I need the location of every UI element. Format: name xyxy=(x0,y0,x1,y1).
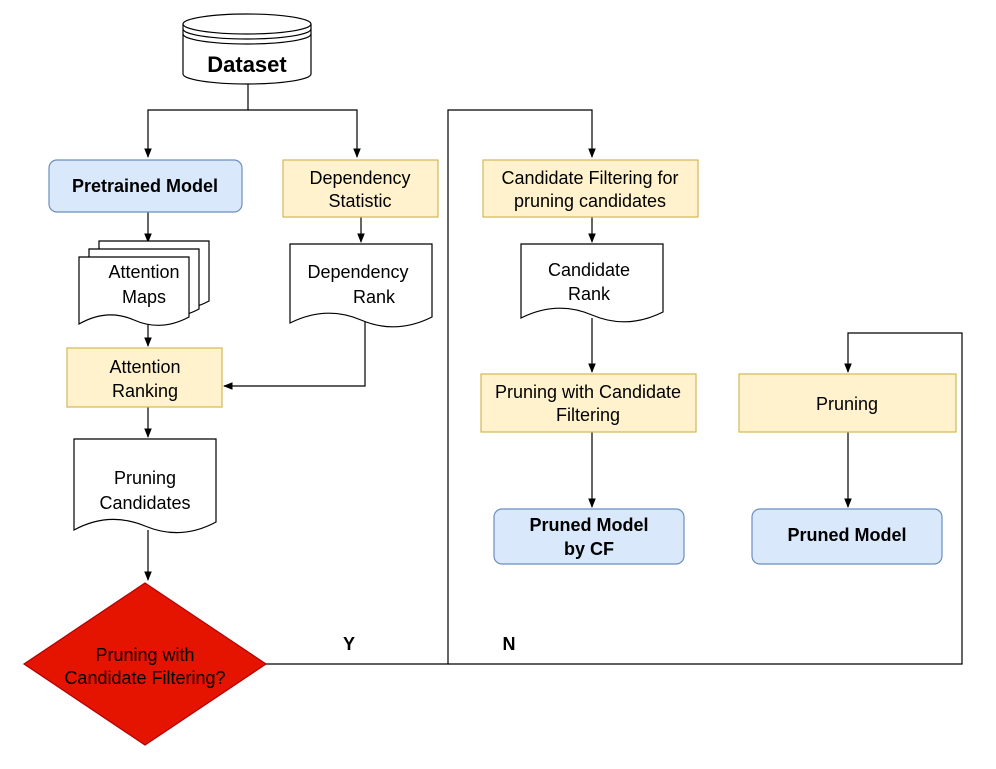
attention-maps-node: Attention Maps xyxy=(78,240,210,326)
attention-maps-line-1: Attention xyxy=(108,262,179,282)
pruned-model-node: Pruned Model xyxy=(751,508,943,565)
decision-node: Pruning with Candidate Filtering? xyxy=(22,582,268,746)
pruned-model-label: Pruned Model xyxy=(787,525,906,545)
edge-yes-branch xyxy=(266,109,596,665)
pruning-candidates-node: Pruning Candidates xyxy=(73,438,217,534)
pruning-with-cf-line-2: Filtering xyxy=(556,405,620,425)
attention-ranking-line-2: Ranking xyxy=(112,381,178,401)
decision-line-1: Pruning with xyxy=(95,645,194,665)
candidate-rank-node: Candidate Rank xyxy=(520,243,664,323)
dependency-statistic-line-1: Dependency xyxy=(309,168,410,188)
dependency-statistic-node: Dependency Statistic xyxy=(282,159,439,218)
edge-dataset-to-dependency-statistic xyxy=(248,109,361,158)
attention-ranking-line-1: Attention xyxy=(109,357,180,377)
decision-line-2: Candidate Filtering? xyxy=(64,668,225,688)
edge-no-branch xyxy=(448,332,963,665)
candidate-rank-line-1: Candidate xyxy=(548,260,630,280)
dataset-label: Dataset xyxy=(207,52,287,77)
pruning-node: Pruning xyxy=(738,373,957,433)
pruning-label: Pruning xyxy=(816,394,878,414)
attention-ranking-node: Attention Ranking xyxy=(66,347,223,408)
pruning-with-cf-line-1: Pruning with Candidate xyxy=(495,382,681,402)
pruning-candidates-line-2: Candidates xyxy=(99,493,190,513)
attention-maps-line-2: Maps xyxy=(122,287,166,307)
yes-label: Y xyxy=(343,634,355,654)
candidate-filtering-line-2: pruning candidates xyxy=(514,191,666,211)
edge-rank-to-ranking xyxy=(223,322,366,390)
pruning-with-cf-node: Pruning with Candidate Filtering xyxy=(480,373,697,433)
edge-dataset-to-pretrained xyxy=(144,84,249,158)
dependency-statistic-line-2: Statistic xyxy=(328,191,391,211)
dependency-rank-node: Dependency Rank xyxy=(289,243,433,328)
pruned-model-cf-line-2: by CF xyxy=(564,539,614,559)
candidate-filtering-node: Candidate Filtering for pruning candidat… xyxy=(482,159,699,218)
candidate-rank-line-2: Rank xyxy=(568,284,611,304)
pruning-candidates-line-1: Pruning xyxy=(114,468,176,488)
no-label: N xyxy=(503,634,516,654)
dataset-node: Dataset xyxy=(182,13,312,85)
dependency-rank-line-1: Dependency xyxy=(307,262,408,282)
pretrained-model-node: Pretrained Model xyxy=(48,159,243,213)
candidate-filtering-line-1: Candidate Filtering for xyxy=(501,168,678,188)
connectors xyxy=(144,84,963,665)
pruned-model-cf-node: Pruned Model by CF xyxy=(493,508,685,565)
dependency-rank-line-2: Rank xyxy=(353,287,396,307)
pruned-model-cf-line-1: Pruned Model xyxy=(529,515,648,535)
pretrained-model-label: Pretrained Model xyxy=(72,176,218,196)
